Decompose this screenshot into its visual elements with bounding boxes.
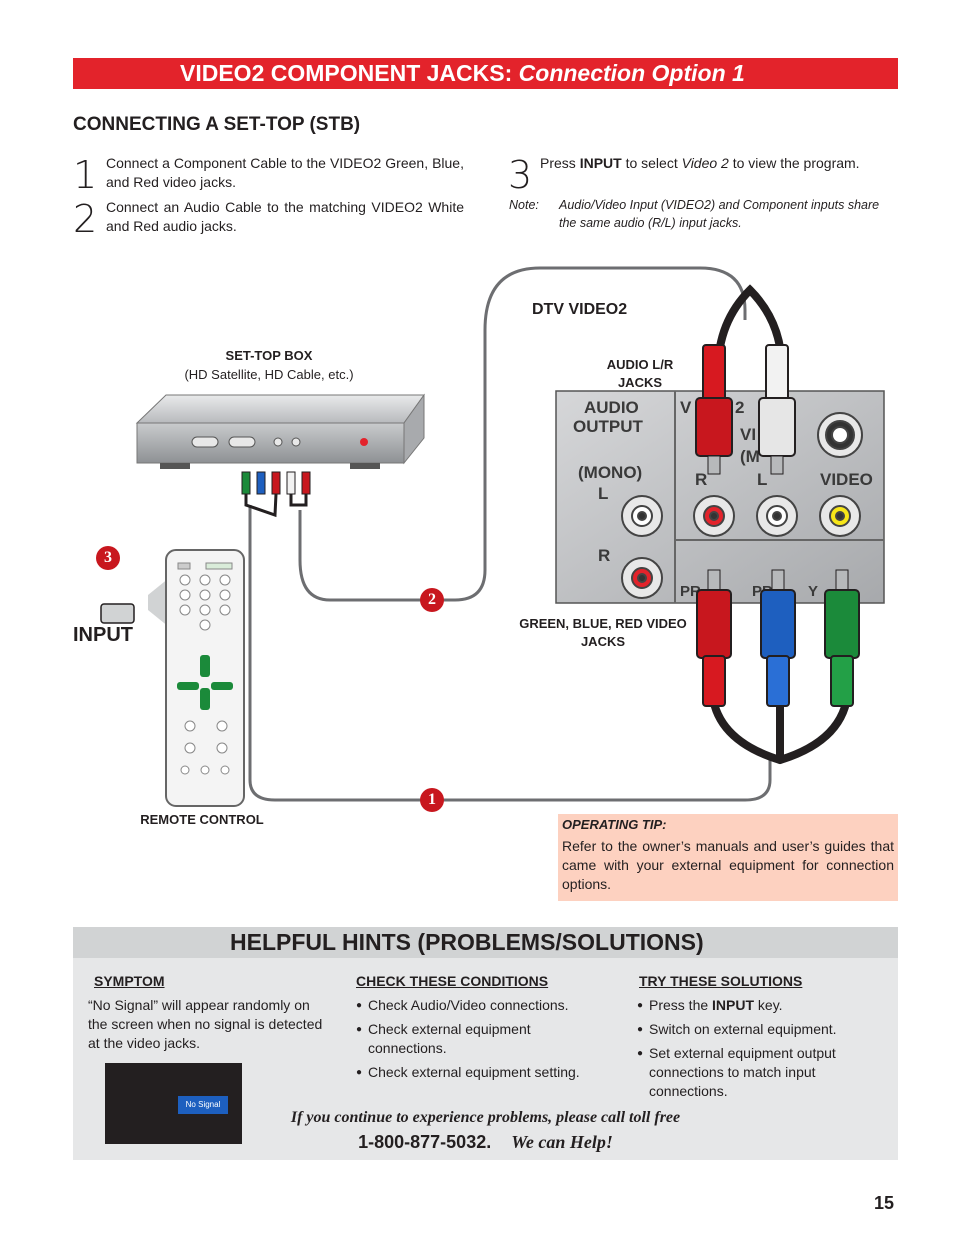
operating-tip-title: OPERATING TIP: xyxy=(562,817,667,832)
solutions-header: TRY THESE SOLUTIONS xyxy=(639,973,803,989)
page-banner: VIDEO2 COMPONENT JACKS: Connection Optio… xyxy=(73,58,898,89)
symptom-text: “No Signal” will appear randomly on the … xyxy=(88,997,323,1051)
svg-text:(M: (M xyxy=(740,447,760,466)
helpful-hints-title: HELPFUL HINTS (PROBLEMS/SOLUTIONS) xyxy=(230,929,704,955)
list-item: Switch on external equipment. xyxy=(637,1020,887,1039)
svg-text:OUTPUT: OUTPUT xyxy=(573,417,644,436)
connection-diagram: AUDIO OUTPUT (MONO) L R V 2 VI (M R L VI… xyxy=(100,266,885,807)
operating-tip-box: OPERATING TIP: Refer to the owner’s manu… xyxy=(558,814,898,901)
set-top-box-illustration xyxy=(135,393,425,518)
svg-text:R: R xyxy=(598,546,610,565)
step-badge-3: 3 xyxy=(96,546,120,570)
step-1-text: Connect a Component Cable to the VIDEO2 … xyxy=(106,155,464,190)
phone-number: 1-800-877-5032. xyxy=(358,1132,492,1152)
step-2-number: 2 xyxy=(73,197,98,241)
svg-text:2: 2 xyxy=(735,398,744,417)
svg-text:Y: Y xyxy=(808,583,818,600)
step-badge-2: 2 xyxy=(420,588,444,612)
svg-text:V: V xyxy=(680,398,692,417)
svg-text:(MONO): (MONO) xyxy=(578,463,642,482)
check-conditions-header: CHECK THESE CONDITIONS xyxy=(356,973,549,989)
svg-text:L: L xyxy=(598,484,608,503)
help-text: We can Help! xyxy=(511,1132,613,1152)
list-item: Check Audio/Video connections. xyxy=(356,996,606,1015)
panel-audio-output-label: AUDIO xyxy=(584,398,639,417)
input-label: INPUT xyxy=(73,624,133,646)
input-button-icon xyxy=(100,603,135,624)
banner-title: VIDEO2 COMPONENT JACKS: xyxy=(180,60,513,86)
list-item: Check external equipment connections. xyxy=(356,1020,606,1058)
step-3-text: Press INPUT to select Video 2 to view th… xyxy=(540,155,860,171)
set-top-box-sublabel: (HD Satellite, HD Cable, etc.) xyxy=(184,367,354,382)
remote-control-label: REMOTE CONTROL xyxy=(140,812,264,827)
section-title: CONNECTING A SET-TOP (STB) xyxy=(73,114,361,135)
phone-line: 1-800-877-5032. We can Help! xyxy=(73,1132,898,1153)
check-conditions-list: Check Audio/Video connections. Check ext… xyxy=(356,996,606,1087)
step-badge-1: 1 xyxy=(420,788,444,812)
step-1-number: 1 xyxy=(73,153,98,197)
step-2-text: Connect an Audio Cable to the matching V… xyxy=(106,199,464,234)
helpful-hints-header xyxy=(73,927,898,958)
operating-tip-text: Refer to the owner’s manuals and user’s … xyxy=(562,838,894,892)
set-top-box-label: SET-TOP BOX xyxy=(225,348,313,363)
remote-control-illustration xyxy=(165,549,245,807)
banner-subtitle: Connection Option 1 xyxy=(512,60,745,86)
no-signal-screen: No Signal xyxy=(105,1063,242,1144)
svg-text:VIDEO: VIDEO xyxy=(820,470,873,489)
solutions-list: Press the INPUT key. Switch on external … xyxy=(637,996,887,1106)
svg-text:VI: VI xyxy=(740,425,756,444)
no-signal-message: No Signal xyxy=(178,1096,228,1114)
svg-text:L: L xyxy=(757,470,767,489)
svg-text:PR: PR xyxy=(680,583,701,600)
dtv-video2-label: DTV VIDEO2 xyxy=(532,301,628,318)
video-jacks-label: GREEN, BLUE, RED VIDEO JACKS xyxy=(519,616,687,649)
list-item: Check external equipment setting. xyxy=(356,1063,606,1082)
list-item: Press the INPUT key. xyxy=(637,996,887,1015)
note-text: Audio/Video Input (VIDEO2) and Component… xyxy=(559,198,880,230)
page-number: 15 xyxy=(874,1193,895,1213)
note-label: Note: xyxy=(509,198,539,212)
symptom-header: SYMPTOM xyxy=(94,973,165,989)
call-line: If you continue to experience problems, … xyxy=(290,1109,681,1126)
audio-jacks-label: AUDIO L/R JACKS xyxy=(606,357,674,390)
svg-text:R: R xyxy=(695,470,707,489)
step-3-number: 3 xyxy=(508,153,533,197)
list-item: Set external equipment output connection… xyxy=(637,1044,887,1101)
